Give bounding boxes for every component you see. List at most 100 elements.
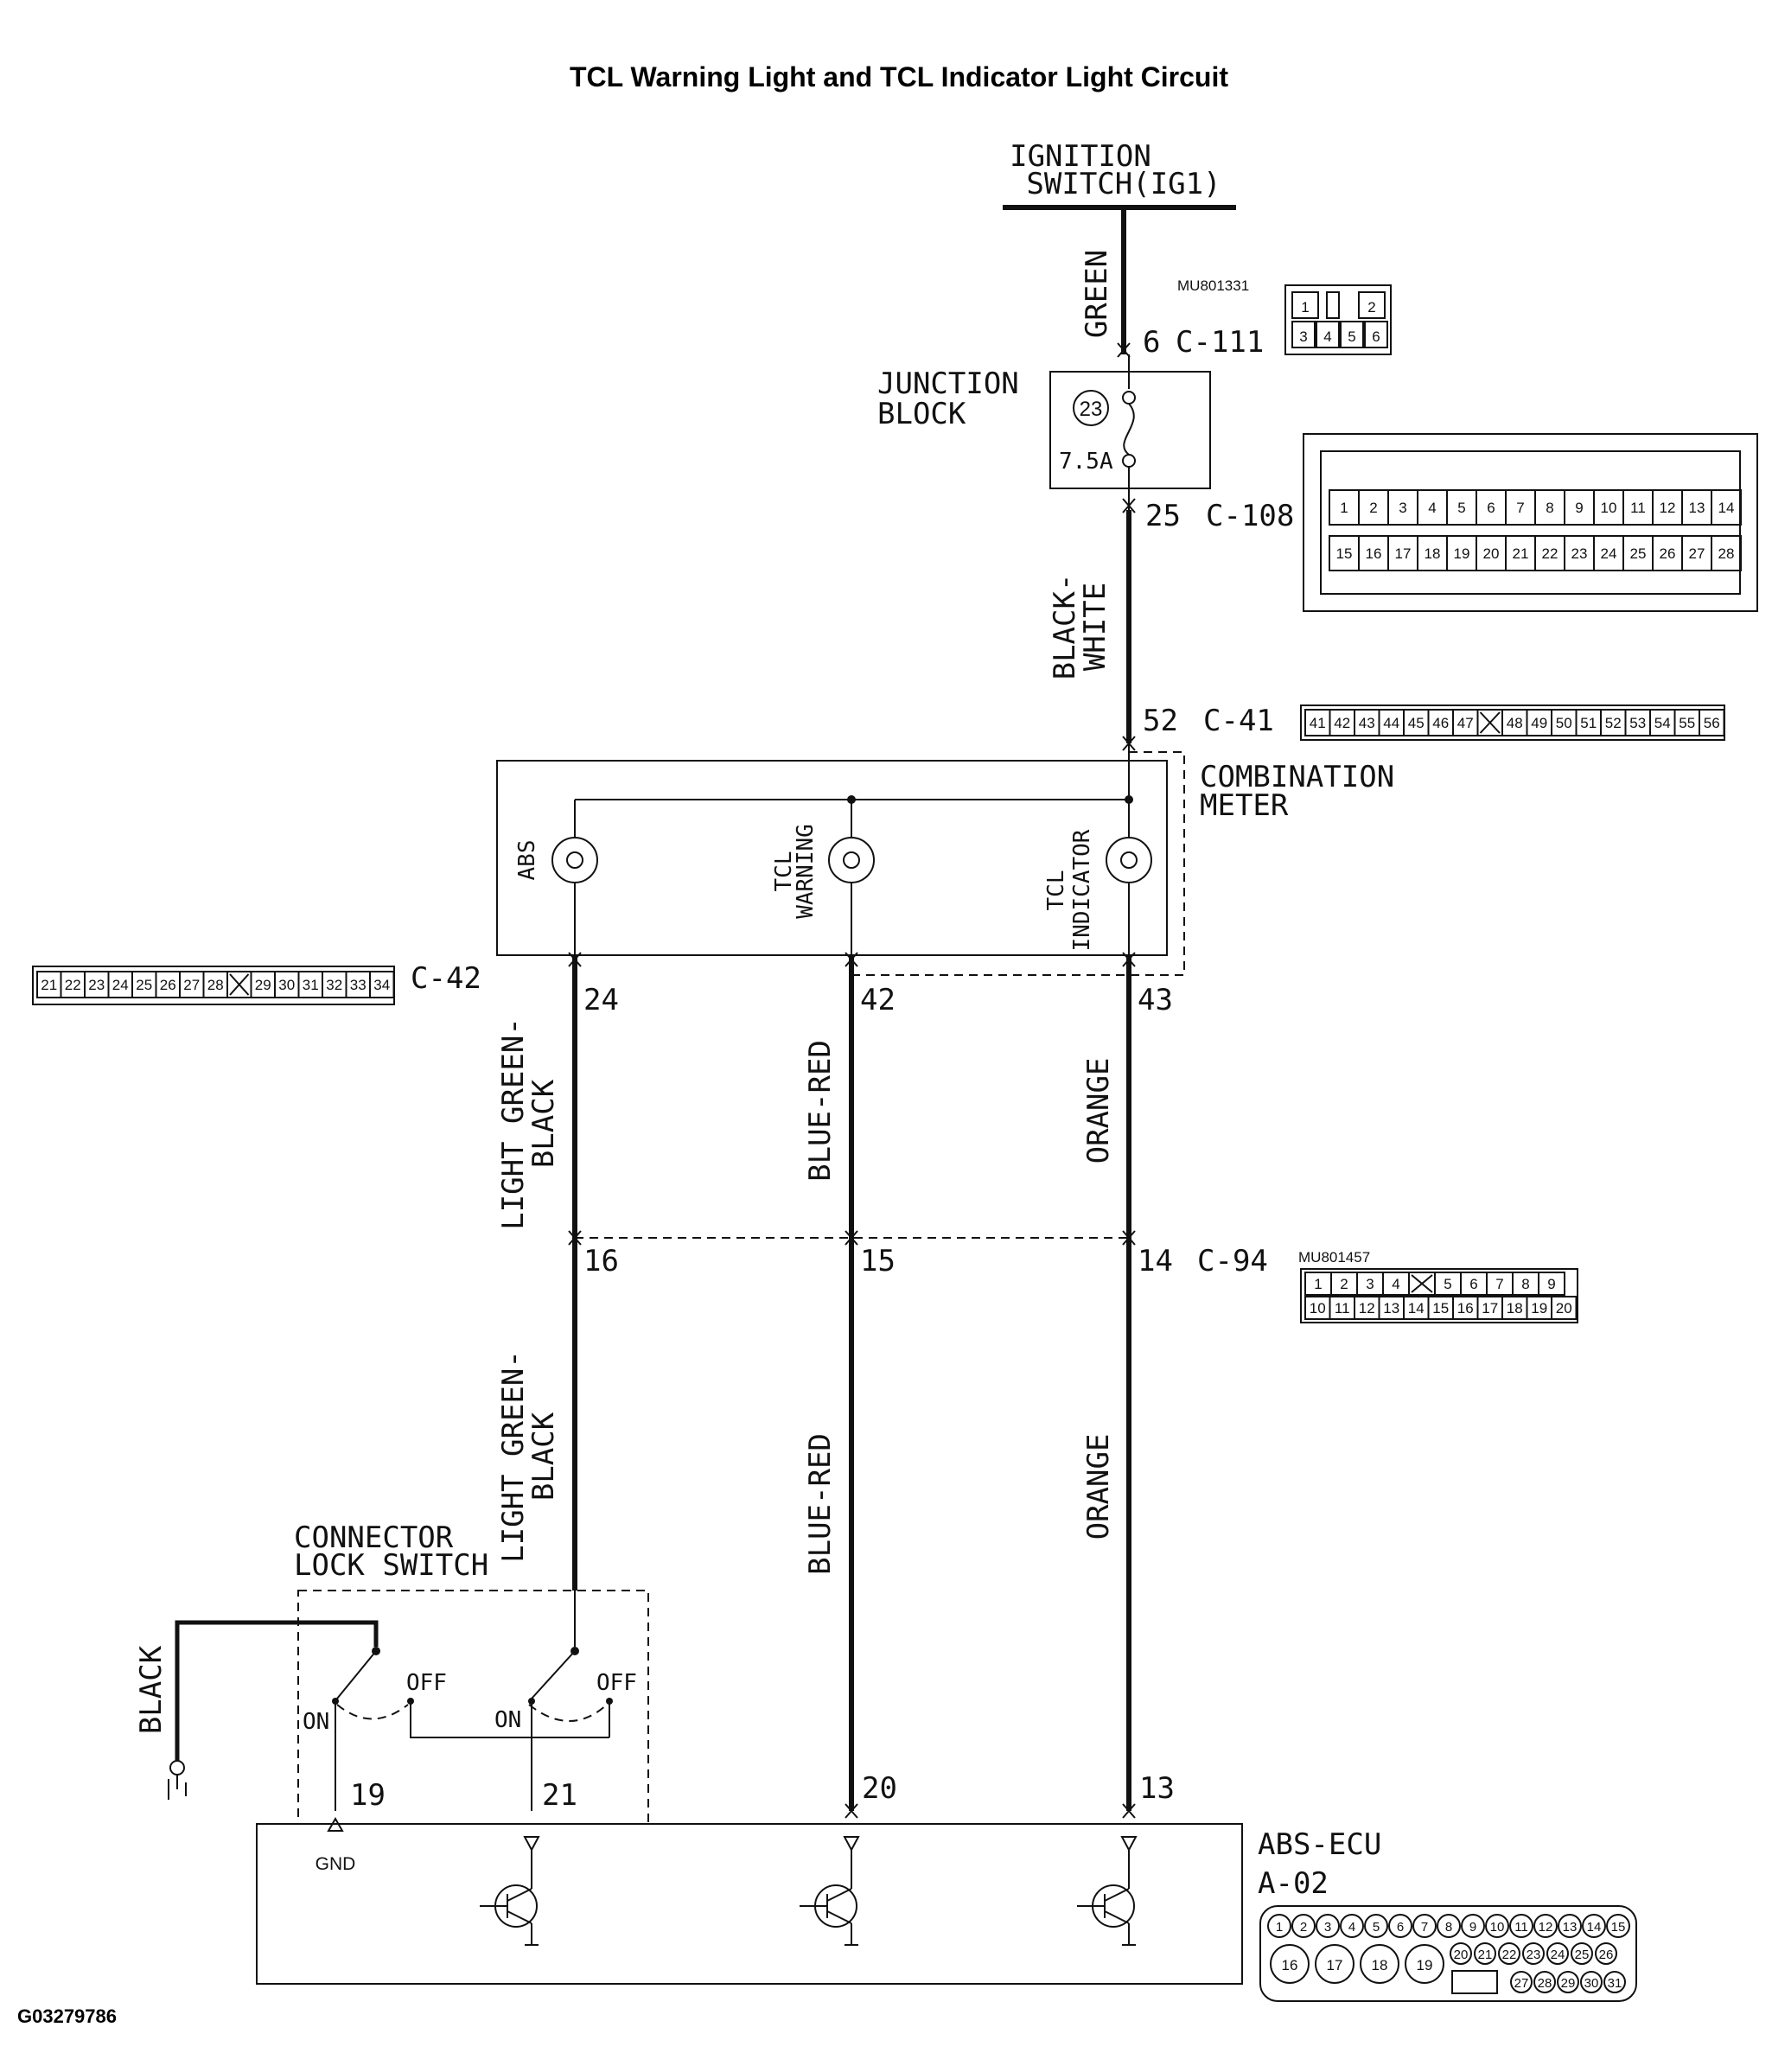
pin-arrow	[1122, 1236, 1136, 1246]
c108-pin-label: 5	[1457, 500, 1465, 516]
a02-pin	[1595, 1942, 1617, 1965]
a02-pin	[1340, 1914, 1364, 1938]
transistor-icon	[800, 1836, 860, 1946]
svg-text:2: 2	[1367, 299, 1375, 316]
junction-block-label-1: JUNCTION	[877, 367, 1019, 401]
junction-block-box	[1049, 371, 1211, 489]
svg-text:4: 4	[1323, 328, 1331, 345]
a02-pin-label: 16	[1282, 1957, 1298, 1973]
c108-pin-label: 4	[1428, 500, 1436, 516]
a02-pin	[1315, 1944, 1354, 1984]
c42-pin-label: 30	[278, 977, 295, 993]
switch-label-on-2: ON	[494, 1707, 521, 1733]
wire-label-black-white-1: BLACK-	[1048, 574, 1082, 680]
wire-label-orange-upper: ORANGE	[1081, 1058, 1116, 1164]
c41-pin-label: 49	[1531, 715, 1547, 731]
c94-pin-label: 3	[1366, 1276, 1374, 1292]
c94-pin-label: 5	[1444, 1276, 1451, 1292]
c41-pin-label: 45	[1408, 715, 1425, 731]
a02-pin	[1606, 1914, 1630, 1938]
pin-arrow	[1117, 348, 1131, 358]
c42-pin-label: 34	[373, 977, 390, 993]
svg-text:3: 3	[1299, 328, 1307, 345]
pin-arrow	[845, 958, 858, 967]
a02-pin	[1498, 1942, 1520, 1965]
c108-pin-label: 3	[1399, 500, 1406, 516]
wire-label-black-white-2: WHITE	[1078, 583, 1112, 671]
a02-pin-label: 10	[1490, 1920, 1505, 1935]
a02-pin-label: 21	[1478, 1948, 1493, 1962]
a02-pin	[1485, 1914, 1509, 1938]
c108-pin-label: 13	[1689, 500, 1705, 516]
a02-pin-label: 4	[1348, 1920, 1355, 1935]
pin-arrow	[1122, 958, 1136, 967]
combination-meter-box	[496, 760, 1168, 956]
c42-pin-43: 43	[1138, 983, 1173, 1017]
c41-pin-label: 43	[1359, 715, 1375, 731]
ecu-pin-13: 13	[1139, 1771, 1175, 1806]
c108-pin-label: 11	[1630, 500, 1646, 516]
a02-pin-label: 2	[1300, 1920, 1307, 1935]
abs-ecu-connector: A-02	[1258, 1866, 1329, 1901]
a02-pin	[1603, 1971, 1626, 1993]
switch-label-on-1: ON	[303, 1709, 329, 1735]
c42-pin-label: 22	[65, 977, 81, 993]
c41-pin-label: 41	[1310, 715, 1326, 731]
lock-switch-contacts	[168, 1591, 613, 1811]
c42-pin-42: 42	[860, 983, 896, 1017]
meter-label-2: METER	[1200, 788, 1289, 823]
c108-pin-label: 14	[1718, 500, 1735, 516]
c108-pin-label: 2	[1369, 500, 1377, 516]
lamp-label-tcl-indicator-1: TCL	[1043, 870, 1069, 911]
tcl-warning-lamp	[828, 800, 875, 955]
a02-pin-label: 29	[1561, 1976, 1576, 1991]
a02-pin	[1571, 1942, 1593, 1965]
c42-cell	[369, 971, 395, 998]
pin-arrow	[568, 1236, 582, 1246]
wire-label-lgb-upper-1: LIGHT GREEN-	[496, 1017, 531, 1230]
wire-label-orange-lower: ORANGE	[1081, 1434, 1116, 1540]
c42-pin-label: 33	[350, 977, 367, 993]
a02-pin	[1580, 1971, 1603, 1993]
c108-pin-label: 26	[1660, 545, 1676, 562]
a02-pin	[1405, 1944, 1444, 1984]
c108-pin-label: 6	[1487, 500, 1495, 516]
c108-pin-label: 15	[1336, 545, 1353, 562]
a02-pin	[1510, 1971, 1533, 1993]
c94-cell	[1538, 1272, 1565, 1296]
c108-pin: 25	[1145, 499, 1181, 533]
ecu-pin-21: 21	[542, 1778, 577, 1813]
connector-pin-arrows	[568, 342, 1136, 1819]
c108-pin-label: 18	[1425, 545, 1441, 562]
a02-pin	[1461, 1914, 1485, 1938]
c94-pin-label: 7	[1495, 1276, 1503, 1292]
a02-pin	[1291, 1914, 1316, 1938]
a02-pin	[1533, 1914, 1558, 1938]
c108-pin-label: 25	[1630, 545, 1647, 562]
c42-pin-label: 25	[136, 977, 152, 993]
c41-pin-label: 54	[1654, 715, 1671, 731]
c94-pin-label: 19	[1531, 1300, 1547, 1317]
c41-name: C-41	[1203, 704, 1274, 738]
a02-pin	[1364, 1914, 1388, 1938]
c94-pin-label: 18	[1507, 1300, 1523, 1317]
pin-arrow	[1122, 504, 1136, 513]
a02-pin-label: 27	[1514, 1976, 1529, 1991]
c111-connector-face: 1 2 3 4 5 6	[1284, 284, 1392, 355]
ignition-label-1: IGNITION	[1010, 139, 1151, 174]
c108-pin-label: 8	[1546, 500, 1553, 516]
lamp-label-tcl-warning-1: TCL	[771, 851, 797, 892]
lamp-label-tcl-warning-2: WARNING	[793, 824, 819, 919]
a02-pin-label: 31	[1608, 1976, 1622, 1991]
a02-pin-label: 30	[1584, 1976, 1599, 1991]
c108-pin-label: 9	[1575, 500, 1583, 516]
lock-switch-box	[297, 1590, 649, 1825]
c94-part-number: MU801457	[1298, 1249, 1370, 1266]
a02-pin-label: 25	[1575, 1948, 1590, 1962]
c94-cell	[1551, 1296, 1578, 1320]
a02-pin-label: 12	[1539, 1920, 1553, 1935]
c111-part-number: MU801331	[1177, 277, 1249, 294]
